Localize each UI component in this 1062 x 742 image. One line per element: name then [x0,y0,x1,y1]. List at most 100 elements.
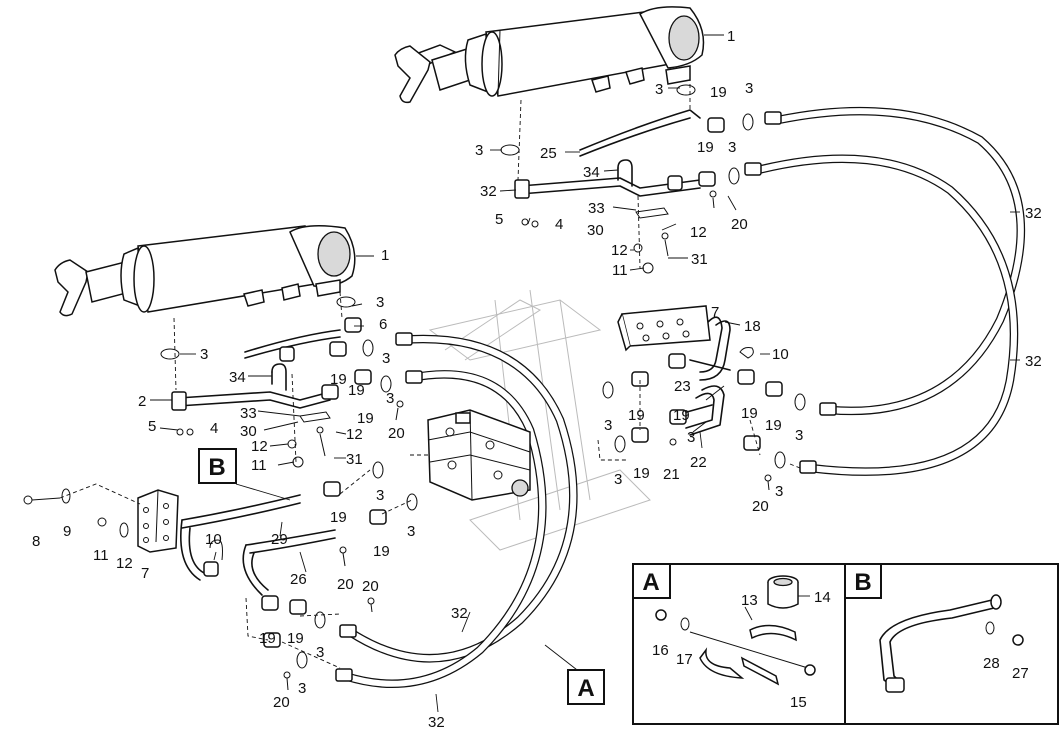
label-3: 3 [475,142,483,159]
label-15: 15 [790,694,807,711]
label-9: 9 [63,523,71,540]
label-6: 6 [379,316,387,333]
label-5: 5 [495,211,503,228]
label-25: 25 [540,145,557,162]
label-31: 31 [346,451,363,468]
label-34: 34 [229,369,246,386]
label-3: 3 [407,523,415,540]
label-3: 3 [655,81,663,98]
label-29: 29 [271,531,288,548]
part-labels: 1 1 2 3 3 3 3 3 3 3 3 3 3 3 3 3 3 3 3 3 … [32,28,1042,731]
o-rings [160,84,806,669]
label-32: 32 [1025,205,1042,222]
label-20: 20 [731,216,748,233]
label-27: 27 [1012,665,1029,682]
label-19: 19 [330,509,347,526]
label-19: 19 [710,84,727,101]
label-12: 12 [611,242,628,259]
clamps [171,117,783,648]
label-19: 19 [287,630,304,647]
label-31: 31 [691,251,708,268]
label-4: 4 [555,216,563,233]
label-30: 30 [587,222,604,239]
label-3: 3 [298,680,306,697]
inset-a: A 13 14 15 16 17 [632,563,846,725]
label-3: 3 [728,139,736,156]
label-3: 3 [376,294,384,311]
label-11: 11 [93,547,109,564]
label-16: 16 [652,642,669,659]
label-19: 19 [357,410,374,427]
tubes [177,109,731,596]
hoses [335,106,1026,689]
label-34: 34 [583,164,600,181]
label-3: 3 [745,80,753,97]
label-23: 23 [674,378,691,395]
label-22: 22 [690,454,707,471]
lower-cylinder [54,225,356,317]
label-3: 3 [775,483,783,500]
label-30: 30 [240,423,257,440]
label-10: 10 [772,346,789,363]
label-20: 20 [362,578,379,595]
callout-boxes: B A [198,448,605,705]
label-19: 19 [348,382,365,399]
label-7: 7 [141,565,149,582]
label-18: 18 [744,318,761,335]
label-3: 3 [614,471,622,488]
label-32: 32 [428,714,445,731]
label-13: 13 [741,592,758,609]
label-20: 20 [388,425,405,442]
label-19: 19 [633,465,650,482]
callout-b-label: B [208,454,225,481]
label-11: 11 [251,457,267,474]
label-3: 3 [795,427,803,444]
label-26: 26 [290,571,307,588]
label-17: 17 [676,651,693,668]
upper-cylinder [394,6,705,104]
label-20: 20 [337,576,354,593]
callout-a-label: A [577,675,594,702]
label-19: 19 [765,417,782,434]
small-parts [23,159,772,691]
label-4: 4 [210,420,218,437]
label-3: 3 [386,390,394,407]
label-2: 2 [138,393,146,410]
label-12: 12 [116,555,133,572]
label-3: 3 [200,346,208,363]
label-1: 1 [727,28,735,45]
label-12: 12 [346,426,363,443]
label-19: 19 [628,407,645,424]
label-20: 20 [273,694,290,711]
label-33: 33 [588,200,605,217]
label-19: 19 [673,407,690,424]
callout-a-box [567,669,605,705]
label-19: 19 [373,543,390,560]
label-1: 1 [381,247,389,264]
label-28: 28 [983,655,1000,672]
label-12: 12 [251,438,268,455]
label-14: 14 [814,589,831,606]
inset-b-tag: B [854,569,871,596]
label-3: 3 [316,644,324,661]
label-19: 19 [697,139,714,156]
label-3: 3 [382,350,390,367]
label-10: 10 [205,531,222,548]
label-19: 19 [741,405,758,422]
label-11: 11 [612,262,628,279]
label-3: 3 [376,487,384,504]
assembly-lines [59,70,801,669]
label-3: 3 [604,417,612,434]
label-20: 20 [752,498,769,515]
brackets [137,305,711,553]
label-32: 32 [480,183,497,200]
label-12: 12 [690,224,707,241]
inset-b: B 28 27 [844,563,1059,725]
label-32: 32 [451,605,468,622]
valve-block [427,409,531,501]
label-7: 7 [711,304,719,321]
label-3: 3 [687,429,695,446]
label-8: 8 [32,533,40,550]
label-33: 33 [240,405,257,422]
